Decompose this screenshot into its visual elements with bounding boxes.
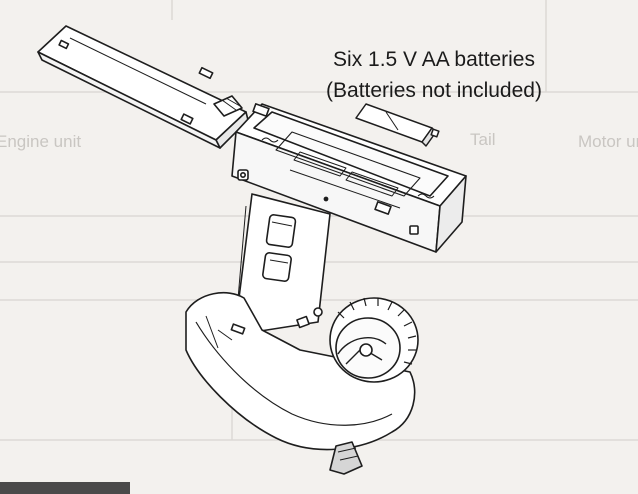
battery-caption: Six 1.5 V AA batteries (Batteries not in… — [304, 44, 564, 106]
bleed-through-label-mid: Tail — [470, 130, 496, 149]
aa-battery-icon — [355, 103, 440, 147]
launcher-crown-gear — [329, 297, 419, 383]
battery-compartment — [231, 103, 467, 253]
bleed-through-label-left: Engine unit — [0, 132, 82, 151]
battery-caption-line2: (Batteries not included) — [326, 79, 542, 102]
launcher-base — [185, 291, 416, 475]
battery-caption-line1: Six 1.5 V AA batteries — [333, 48, 535, 71]
bleed-through-label-right: Motor unit — [578, 132, 638, 151]
battery-cover — [37, 25, 249, 149]
page-corner-bar — [0, 482, 130, 494]
